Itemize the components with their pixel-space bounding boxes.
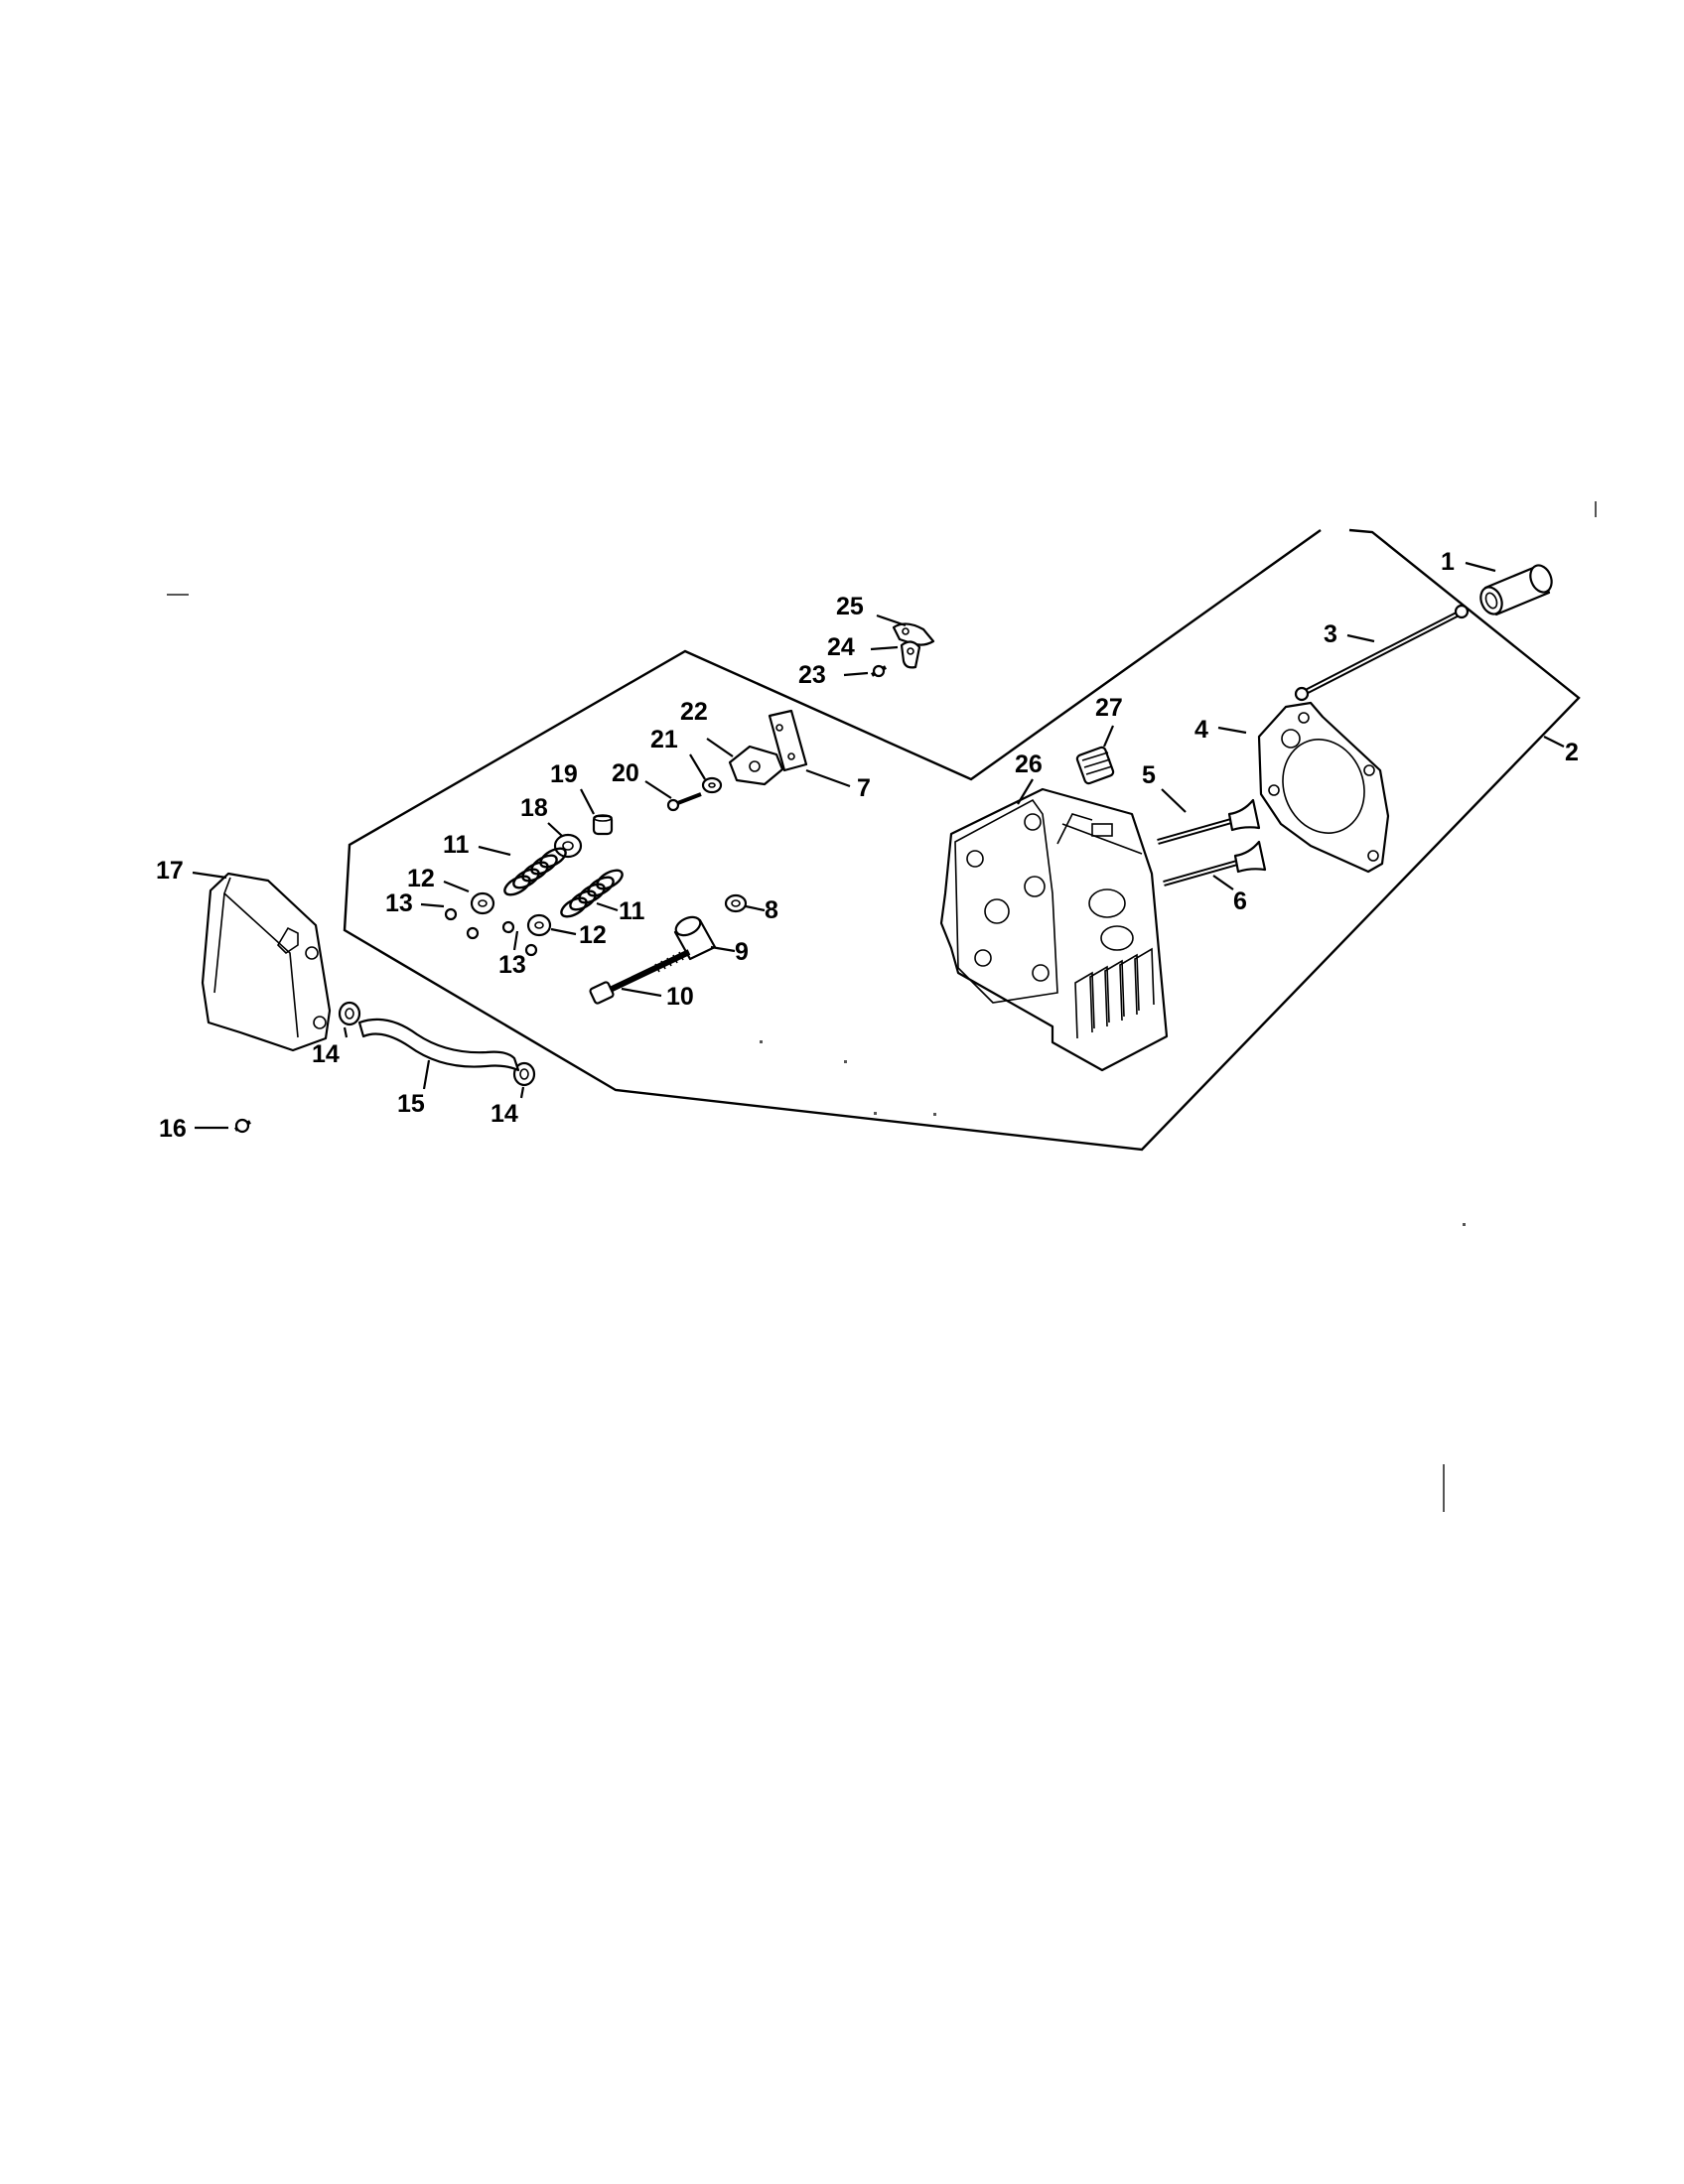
part-23-screw bbox=[871, 664, 887, 678]
part-11-spring-b bbox=[560, 869, 624, 918]
leader-lines bbox=[192, 561, 1565, 1130]
callout-21: 21 bbox=[650, 726, 678, 753]
part-10-long-bolt bbox=[589, 949, 691, 1005]
part-7-plate bbox=[768, 709, 808, 772]
part-9-spacer bbox=[673, 915, 717, 961]
part-15-hose bbox=[357, 1018, 520, 1072]
callout-15: 15 bbox=[397, 1090, 425, 1118]
scan-marks bbox=[167, 501, 1597, 1512]
assembly-group-outline bbox=[343, 528, 1581, 1152]
part-13-keeper-b bbox=[501, 920, 538, 957]
callout-labels: 1 2 3 4 5 6 7 8 9 10 11 11 12 12 13 13 1… bbox=[156, 548, 1579, 1143]
part-26-cylinder-head bbox=[939, 787, 1169, 1072]
part-13-keeper-a bbox=[444, 907, 480, 940]
part-4-head-gasket bbox=[1257, 701, 1390, 874]
callout-4: 4 bbox=[1194, 716, 1208, 744]
callout-7: 7 bbox=[857, 774, 871, 802]
part-12-cap-a bbox=[470, 891, 495, 915]
callout-23: 23 bbox=[798, 661, 826, 689]
callout-5: 5 bbox=[1142, 761, 1156, 789]
part-6-valve bbox=[1163, 840, 1267, 887]
part-11-spring-a bbox=[503, 847, 567, 896]
callout-13a: 13 bbox=[385, 889, 413, 917]
part-20-bolt bbox=[666, 792, 702, 812]
callout-16: 16 bbox=[159, 1115, 187, 1143]
callout-14b: 14 bbox=[491, 1100, 518, 1128]
part-17-valve-cover bbox=[201, 872, 332, 1052]
callout-9: 9 bbox=[735, 938, 749, 966]
callout-11b: 11 bbox=[619, 897, 645, 925]
callout-20: 20 bbox=[612, 759, 639, 787]
part-5-valve bbox=[1157, 798, 1261, 845]
callout-11a: 11 bbox=[443, 831, 470, 859]
callout-24: 24 bbox=[827, 633, 855, 661]
part-3-push-rod bbox=[1294, 604, 1470, 702]
callout-12a: 12 bbox=[407, 865, 435, 892]
part-24-bracket bbox=[900, 640, 921, 669]
part-16-screw bbox=[234, 1118, 251, 1134]
part-18-retainer bbox=[553, 833, 583, 859]
part-1-sleeve bbox=[1479, 564, 1553, 616]
callout-2: 2 bbox=[1565, 739, 1579, 766]
callout-1: 1 bbox=[1441, 548, 1455, 576]
part-22-rocker-arm bbox=[728, 745, 784, 786]
callout-19: 19 bbox=[550, 760, 578, 788]
callout-18: 18 bbox=[520, 794, 548, 822]
callout-25: 25 bbox=[836, 593, 864, 620]
part-14-grommet-a bbox=[338, 1001, 361, 1026]
callout-8: 8 bbox=[765, 896, 778, 924]
callout-13b: 13 bbox=[498, 951, 526, 979]
callout-14a: 14 bbox=[312, 1040, 340, 1068]
part-27-plug bbox=[1075, 746, 1115, 785]
callout-3: 3 bbox=[1324, 620, 1337, 648]
callout-17: 17 bbox=[156, 857, 184, 885]
callout-27: 27 bbox=[1095, 694, 1123, 722]
part-14-grommet-b bbox=[512, 1061, 536, 1087]
part-12-cap-b bbox=[526, 913, 552, 937]
part-19-collar bbox=[592, 814, 614, 836]
callout-6: 6 bbox=[1233, 887, 1247, 915]
callout-12b: 12 bbox=[579, 921, 607, 949]
callout-26: 26 bbox=[1015, 751, 1043, 778]
part-21-washer bbox=[701, 776, 723, 794]
part-8-nut bbox=[724, 893, 748, 913]
callout-10: 10 bbox=[666, 983, 694, 1011]
callout-22: 22 bbox=[680, 698, 708, 726]
